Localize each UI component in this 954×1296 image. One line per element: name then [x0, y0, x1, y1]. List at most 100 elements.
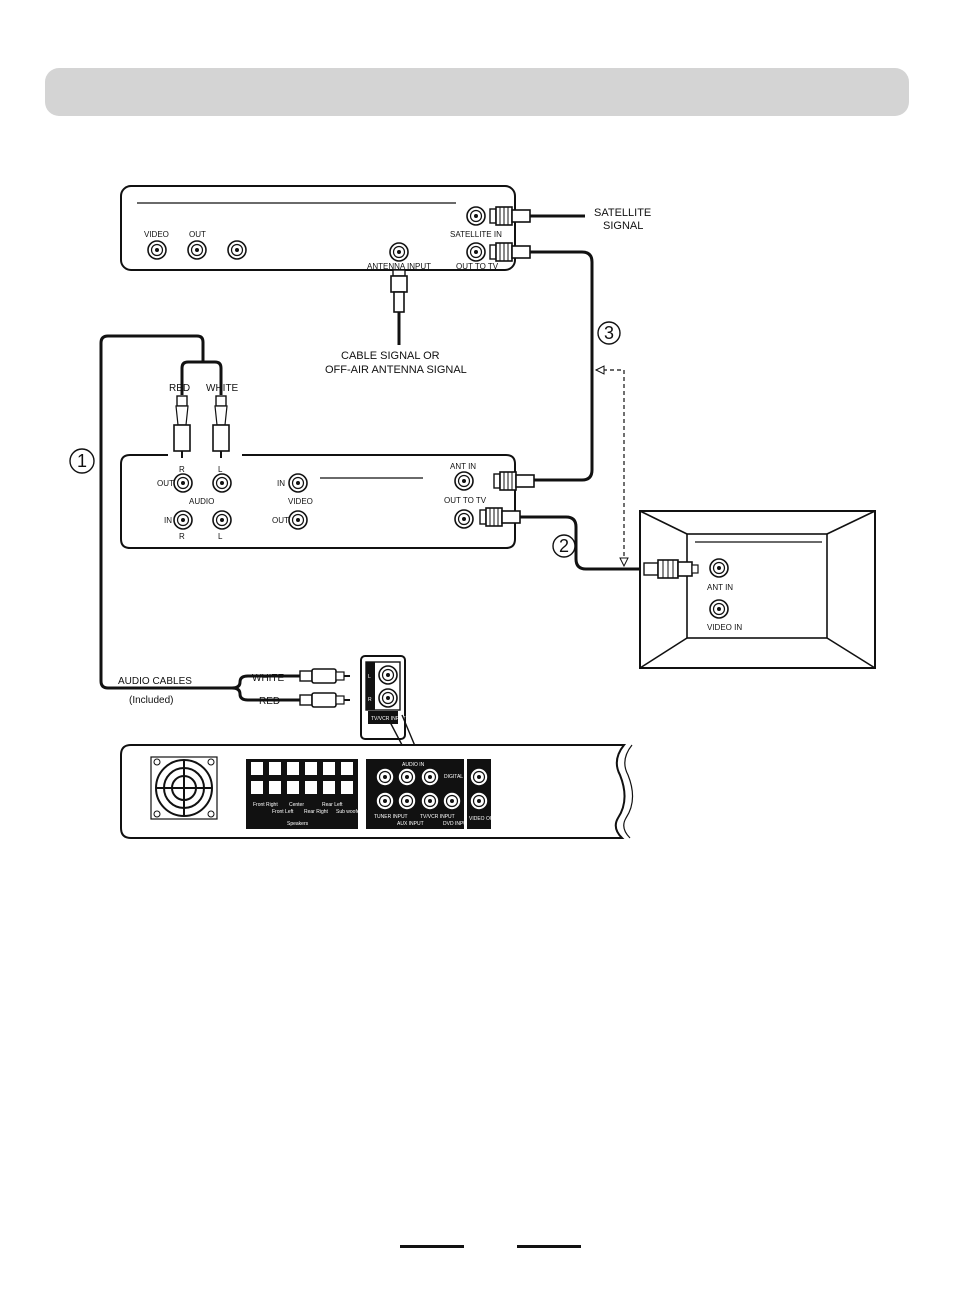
tv-video-in-label: VIDEO IN [707, 623, 742, 632]
audio-input-block: AUDIO IN DIGITAL TUNER INPUT AUX INPUT T… [366, 759, 470, 829]
television: ANT IN VIDEO IN [639, 510, 876, 669]
vcr-out-to-tv-label: OUT TO TV [444, 496, 487, 505]
vcr-out-f-plug [479, 507, 521, 527]
step-3-marker [597, 321, 621, 345]
vcr-audio-in-r-jack [173, 510, 193, 530]
tv-f-plug [643, 559, 699, 579]
vcr-audio-label: AUDIO [189, 497, 214, 506]
audio-plug-red [299, 692, 350, 708]
tvvcr-input-detail-box: L R TV/VCR INPUT [360, 655, 406, 740]
audio-cables-included-label: (Included) [129, 695, 173, 706]
tvvcr-input-label: TV/VCR INPUT [420, 814, 455, 820]
rca-white-label: WHITE [206, 383, 239, 394]
step-3-number: 3 [604, 323, 614, 343]
satellite-receiver: VIDEO OUT ANTENNA INPUT SATELLITE IN OUT… [120, 185, 516, 271]
vcr-video-out-jack [288, 510, 308, 530]
sat-video-label: VIDEO [144, 230, 169, 239]
vcr-video-out-label: OUT [272, 516, 289, 525]
antenna-f-plug [390, 269, 408, 313]
sat-out-to-tv-label: OUT TO TV [456, 262, 499, 271]
speaker-terminals: Front Right Front Left Center Rear Right… [246, 759, 362, 829]
video-out-label: VIDEO OUT [469, 816, 497, 822]
tvvcr-r-jack [420, 791, 440, 811]
detail-right-jack [378, 688, 398, 708]
speakers-caption: Speakers [287, 821, 309, 827]
vcr-r-bottom-label: R [179, 532, 185, 541]
tuner-r-jack [375, 791, 395, 811]
video-out-jack-1 [469, 767, 489, 787]
vcr: R L OUT AUDIO IN R L IN VIDEO OUT ANT IN… [120, 454, 516, 549]
vcr-audio-in-label: IN [164, 516, 172, 525]
vcr-ant-in-f-plug [493, 471, 535, 491]
dvd-input-label: DVD INPUT [443, 821, 470, 827]
vcr-r-top-label: R [179, 465, 185, 474]
audio-cables-label: AUDIO CABLES [118, 676, 192, 687]
sat-video-jack [147, 240, 167, 260]
audio-cable-red-label: RED [259, 696, 280, 707]
rca-plug-white [212, 395, 230, 458]
satellite-in-label: SATELLITE IN [450, 230, 502, 239]
antenna-input-jack [389, 242, 409, 262]
aux-input-label: AUX INPUT [397, 821, 424, 827]
vcr-out-to-tv-jack [454, 509, 474, 529]
antenna-input-label: ANTENNA INPUT [367, 262, 431, 271]
footer-rule-right [517, 1245, 581, 1248]
dvd-input-jack [442, 791, 462, 811]
tuner-input-label: TUNER INPUT [374, 814, 408, 820]
step-1-number: 1 [77, 451, 87, 471]
satellite-f-plug [489, 206, 531, 226]
vcr-audio-in-l-jack [212, 510, 232, 530]
cable-signal-line1: CABLE SIGNAL OR [341, 350, 440, 362]
section-header-bar [45, 68, 909, 116]
tv-ant-in-label: ANT IN [707, 583, 733, 592]
home-theater-panel: Front Right Front Left Center Rear Right… [120, 744, 634, 839]
vcr-video-in-jack [288, 473, 308, 493]
aux-r-jack [397, 791, 417, 811]
vcr-ant-in-label: ANT IN [450, 462, 476, 471]
vcr-video-in-label: IN [277, 479, 285, 488]
vcr-video-label: VIDEO [288, 497, 313, 506]
satellite-in-jack [466, 206, 486, 226]
audio-plug-white [299, 668, 350, 684]
satellite-signal-line2: SIGNAL [603, 220, 643, 232]
speaker-rear-left: Rear Left [322, 802, 343, 808]
vcr-audio-out-r-jack [173, 473, 193, 493]
detail-left-label: L [368, 674, 371, 680]
digital-label: DIGITAL [444, 774, 463, 780]
sat-out-label: OUT [189, 230, 206, 239]
vcr-l-bottom-label: L [218, 532, 223, 541]
aux-l-jack [397, 767, 417, 787]
sat-out-f-plug [489, 242, 531, 262]
footer-rule-left [400, 1245, 464, 1248]
tv-ant-in-jack [709, 558, 729, 578]
sat-out-jack-1 [187, 240, 207, 260]
vcr-ant-in-jack [454, 471, 474, 491]
fan-grille-icon [150, 756, 218, 820]
speaker-front-right: Front Right [253, 802, 278, 808]
tuner-l-jack [375, 767, 395, 787]
rca-plug-red [173, 395, 191, 458]
speaker-center: Center [289, 802, 304, 808]
vcr-audio-out-label: OUT [157, 479, 174, 488]
vcr-audio-out-l-jack [212, 473, 232, 493]
audio-cable-white-label: WHITE [252, 673, 285, 684]
video-out-jack-2 [469, 791, 489, 811]
tvvcr-l-jack [420, 767, 440, 787]
video-out-block: VIDEO OUT [467, 759, 497, 829]
detail-tvvcr-input-label: TV/VCR INPUT [371, 716, 406, 722]
speaker-subwoofer: Sub woofer [336, 809, 362, 815]
step-2-marker [552, 534, 576, 558]
detail-left-jack [378, 665, 398, 685]
step-2-number: 2 [559, 536, 569, 556]
sat-out-to-tv-jack [466, 242, 486, 262]
tv-video-in-jack [709, 599, 729, 619]
audio-in-label: AUDIO IN [402, 762, 425, 768]
vcr-l-top-label: L [218, 465, 223, 474]
step-1-marker [69, 448, 95, 474]
satellite-signal-line1: SATELLITE [594, 207, 651, 219]
cable-signal-line2: OFF-AIR ANTENNA SIGNAL [325, 364, 467, 376]
detail-right-label: R [368, 697, 372, 703]
speaker-rear-right: Rear Right [304, 809, 329, 815]
sat-out-jack-2 [227, 240, 247, 260]
